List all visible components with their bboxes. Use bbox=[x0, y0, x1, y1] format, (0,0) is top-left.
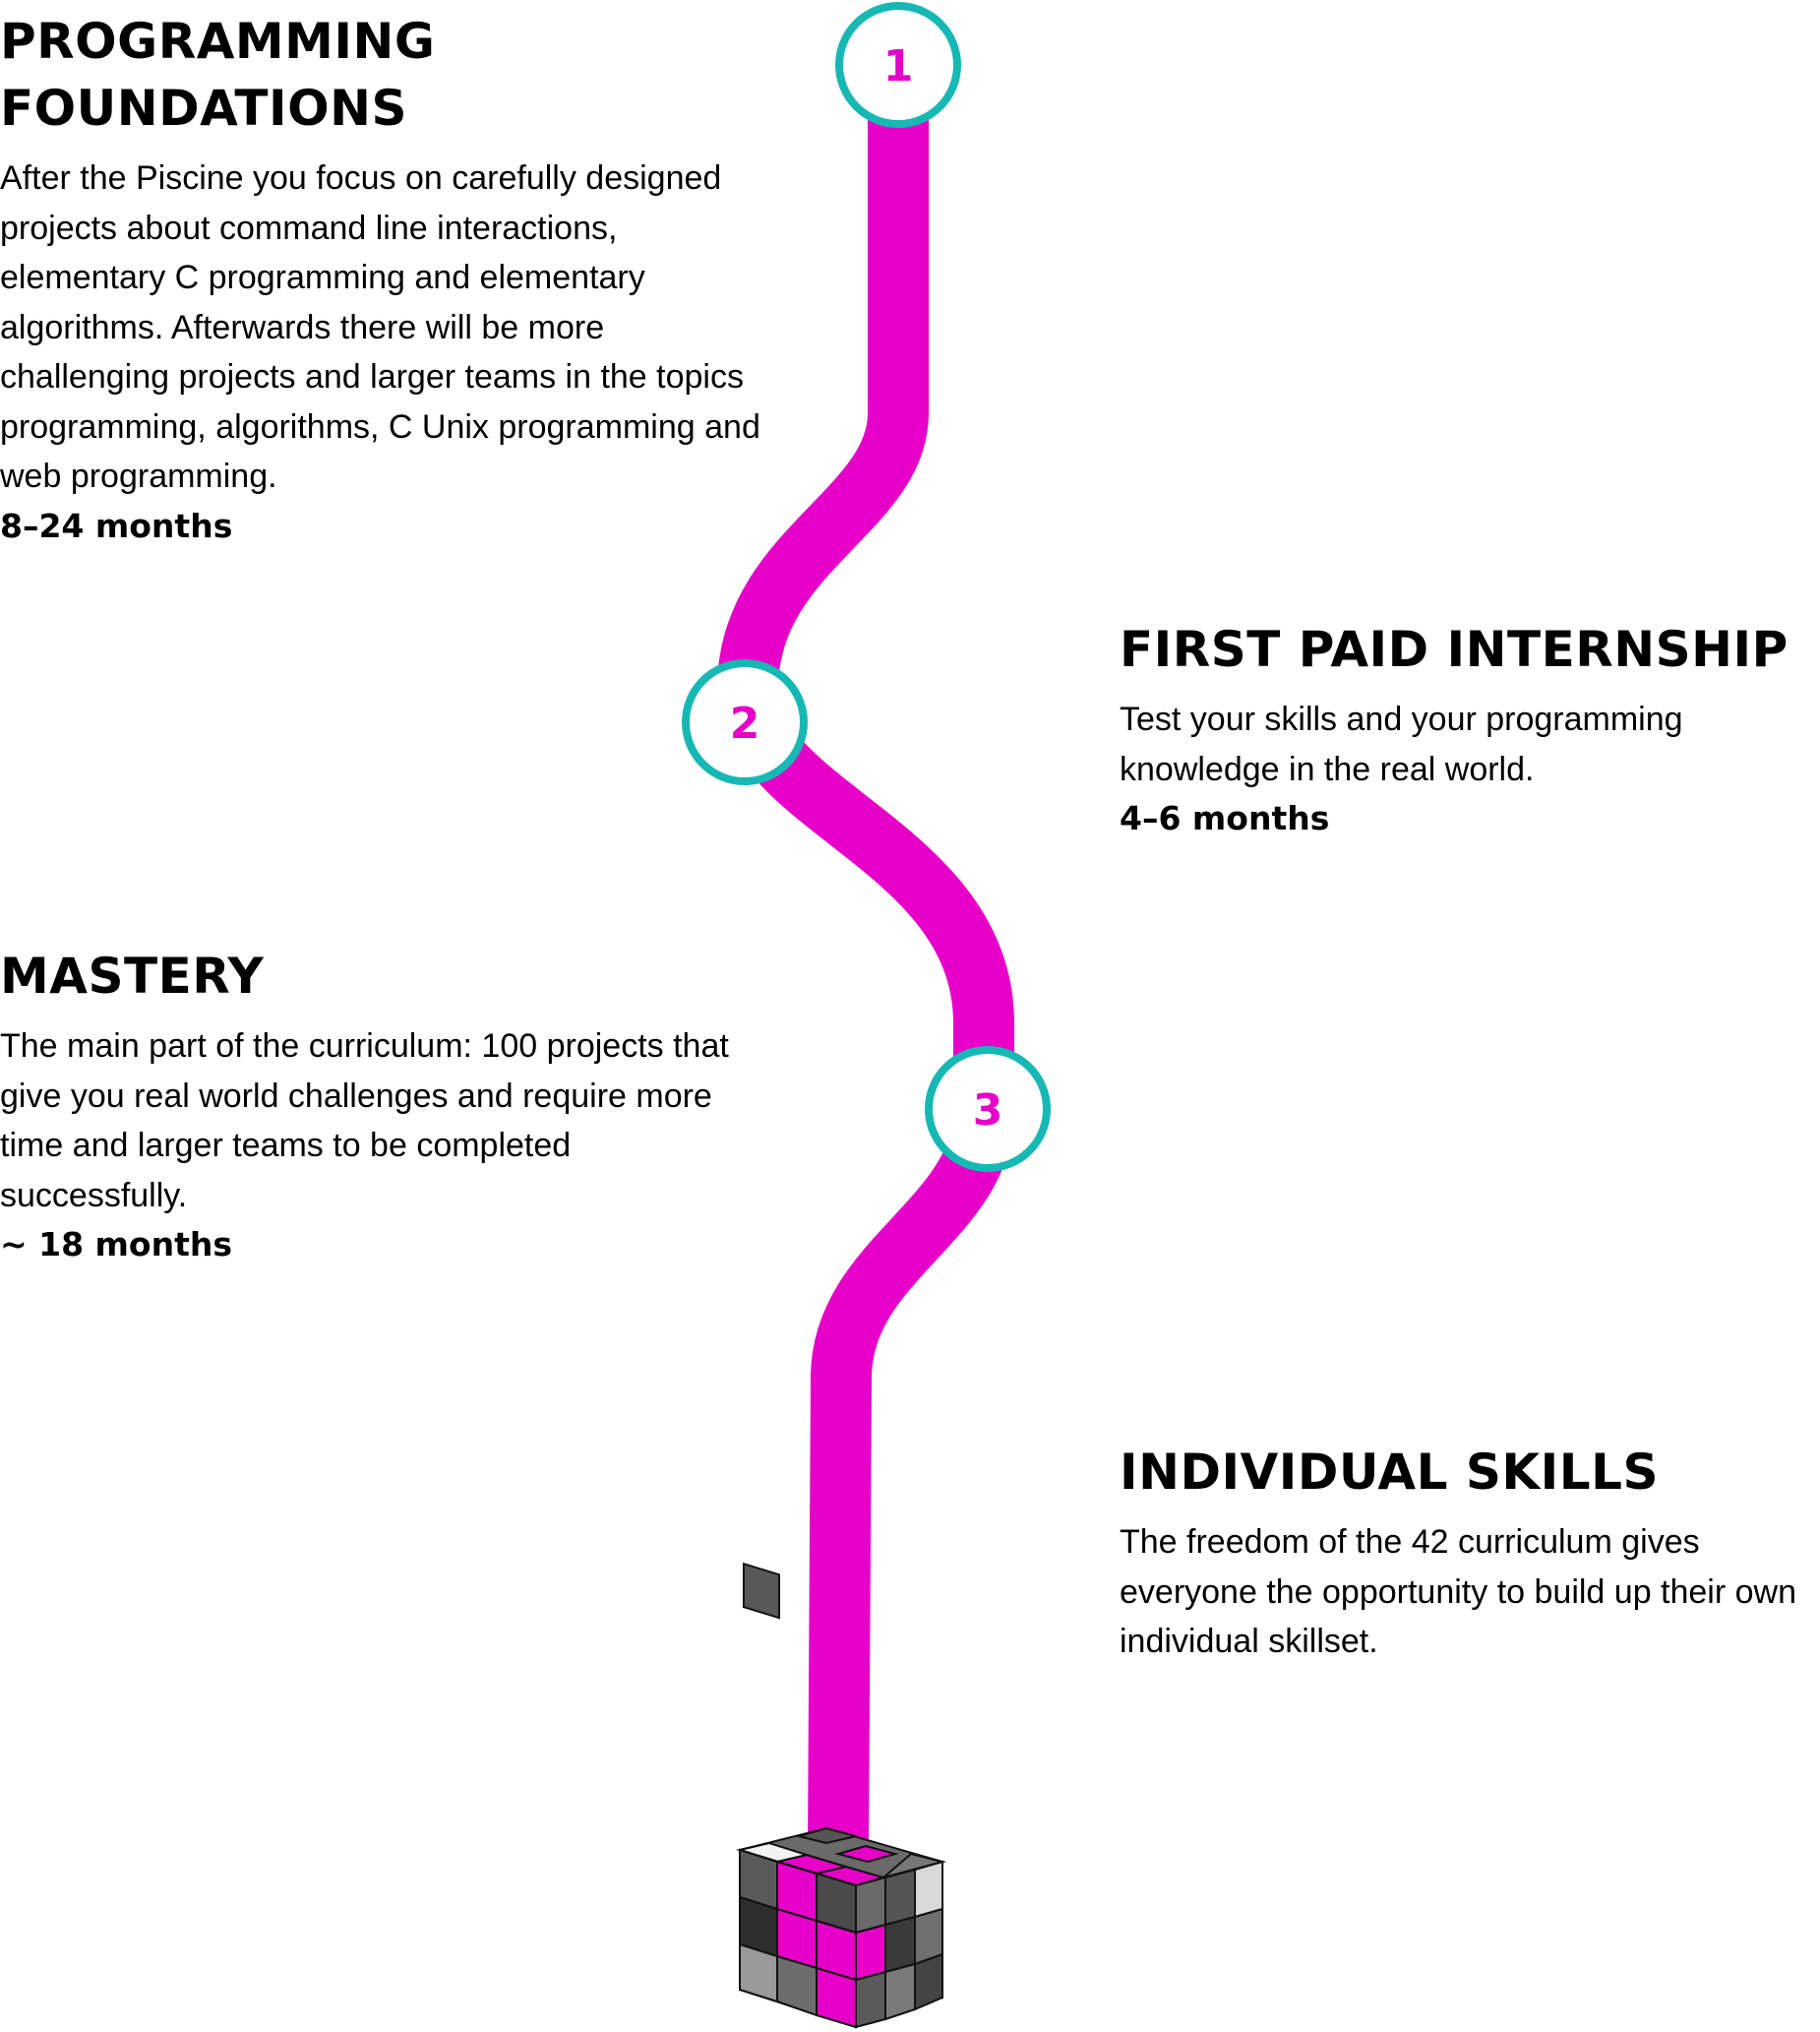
section-title: MASTERY bbox=[0, 948, 265, 1005]
section-duration: ~ 18 months bbox=[0, 1225, 233, 1263]
step-ring-2 bbox=[682, 659, 808, 785]
section-mastery: MASTERY The main part of the curriculum:… bbox=[0, 943, 777, 1269]
section-description: The main part of the curriculum: 100 pro… bbox=[0, 1027, 729, 1214]
step-ring-1 bbox=[835, 2, 961, 128]
section-title: FIRST PAID INTERNSHIP bbox=[1120, 621, 1789, 678]
section-description: The freedom of the 42 curriculum gives e… bbox=[1120, 1523, 1797, 1660]
step-number-3: 3 bbox=[973, 1085, 1003, 1136]
section-duration: 8–24 months bbox=[0, 506, 233, 545]
step-marker-2: 2 bbox=[682, 659, 808, 785]
step-marker-1: 1 bbox=[835, 2, 961, 128]
step-number-1: 1 bbox=[883, 41, 914, 92]
section-description: After the Piscine you focus on carefully… bbox=[0, 159, 760, 495]
step-number-2: 2 bbox=[730, 699, 760, 749]
section-title: PROGRAMMING FOUNDATIONS bbox=[0, 13, 436, 137]
section-duration: 4–6 months bbox=[1120, 799, 1330, 837]
step-marker-3: 3 bbox=[925, 1046, 1051, 1172]
section-description: Test your skills and your programming kn… bbox=[1120, 701, 1683, 788]
timeline-path bbox=[717, 65, 1014, 1851]
rubiks-cube-icon bbox=[736, 1562, 946, 2029]
section-first-paid-internship: FIRST PAID INTERNSHIP Test your skills a… bbox=[1120, 616, 1808, 843]
section-title: INDIVIDUAL SKILLS bbox=[1120, 1444, 1659, 1501]
section-programming-foundations: PROGRAMMING FOUNDATIONS After the Piscin… bbox=[0, 8, 777, 551]
step-ring-3 bbox=[925, 1046, 1051, 1172]
section-individual-skills: INDIVIDUAL SKILLS The freedom of the 42 … bbox=[1120, 1439, 1808, 1667]
